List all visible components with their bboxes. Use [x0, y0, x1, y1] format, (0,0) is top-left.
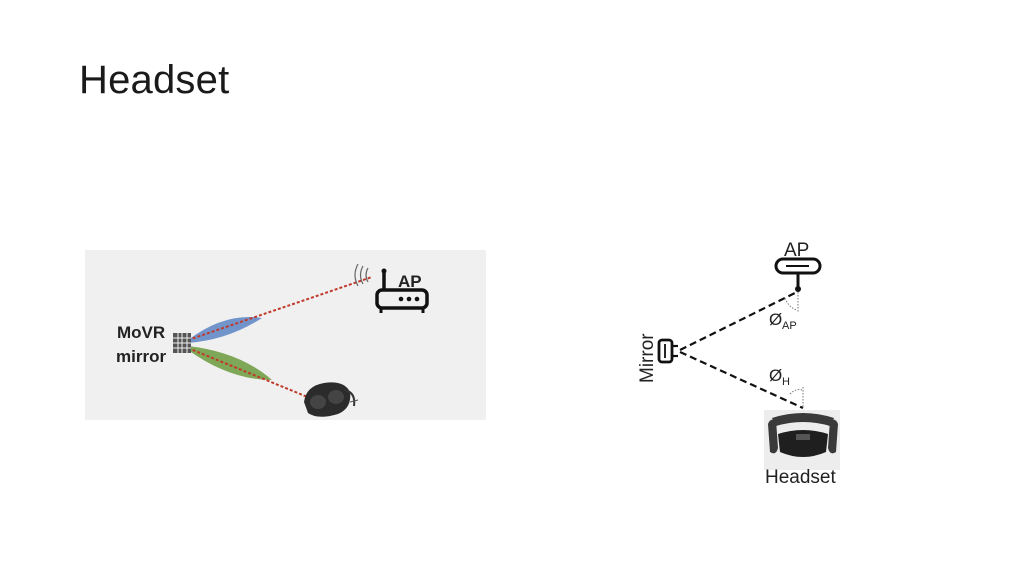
ray-to-ap — [187, 276, 373, 341]
angle-h-subscript: H — [782, 376, 790, 388]
headset-icon — [764, 410, 840, 470]
angle-h-symbol: Ø — [769, 366, 782, 385]
beam-to-ap — [188, 316, 262, 343]
wifi-signal-icon — [354, 263, 369, 287]
ray-to-headset — [187, 347, 311, 399]
router-icon — [375, 268, 429, 313]
right-diagram: AP Ø AP Ø H Mirror — [637, 240, 840, 488]
angle-ap-arc — [784, 297, 798, 311]
left-diagram-background — [85, 250, 486, 420]
left-diagram: MoVR mirror AP — [85, 250, 486, 420]
mirror-icon — [657, 338, 678, 364]
path-mirror-to-headset — [679, 350, 804, 410]
headset-label: Headset — [765, 467, 836, 488]
ap-label-right: AP — [784, 240, 809, 261]
access-point-icon — [774, 257, 822, 292]
slide-title: Headset — [79, 58, 230, 102]
vr-headset-icon — [304, 382, 359, 417]
angle-ap-subscript: AP — [782, 320, 797, 332]
beam-to-headset — [188, 346, 272, 380]
mirror-grid-icon — [173, 333, 191, 353]
angle-ap-symbol: Ø — [769, 310, 782, 329]
ap-label-left: AP — [398, 272, 422, 291]
mirror-label-right: Mirror — [637, 333, 658, 383]
angle-h-arc — [789, 389, 803, 395]
mirror-label-line2: mirror — [116, 347, 166, 366]
mirror-label-line1: MoVR — [117, 323, 165, 342]
